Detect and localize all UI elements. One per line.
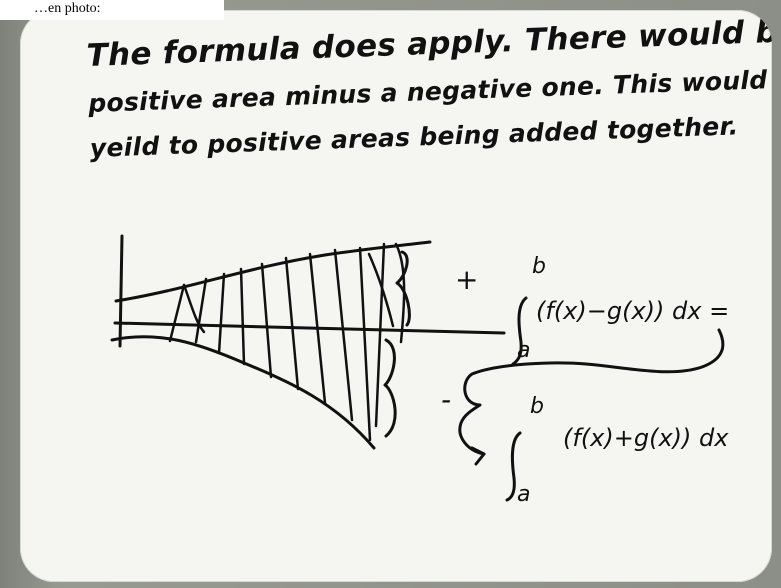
hatch-line: [284, 256, 300, 391]
hatch-line: [260, 262, 273, 379]
caption: …en photo:: [0, 0, 224, 20]
formula-2-lower-limit: a: [517, 482, 531, 507]
minus-brace: [383, 338, 397, 438]
hatch-line: [182, 283, 206, 334]
diagram-svg: [110, 234, 725, 502]
hatch-line: [194, 277, 208, 344]
formula-2-upper-limit: b: [530, 394, 544, 419]
plus-label: +: [455, 263, 479, 296]
hatch-line: [217, 272, 226, 355]
integral-sign-2: [505, 431, 522, 502]
hatch-line: [358, 246, 372, 442]
hatch-line: [168, 283, 186, 343]
hatch-line: [394, 242, 406, 344]
hatch-line: [367, 252, 395, 328]
formula-1-lower-limit: a: [517, 338, 531, 363]
whiteboard: The formula does apply. There would be a…: [20, 10, 772, 582]
hatch-line: [333, 248, 354, 422]
hatch-line: [374, 242, 386, 428]
formula-1-body: (f(x)−g(x)) dx =: [536, 297, 730, 325]
connector-arrow: [458, 328, 725, 456]
integral-sign-1: [511, 296, 528, 366]
x-axis: [113, 321, 506, 335]
hatch-line: [239, 267, 246, 366]
formula-1-upper-limit: b: [532, 254, 546, 279]
arrow-head: [470, 446, 486, 466]
y-axis: [118, 234, 124, 348]
hatch-line: [308, 252, 327, 405]
formula-2-body: (f(x)+g(x)) dx: [563, 424, 729, 452]
plus-brace: [395, 250, 411, 327]
minus-label: -: [441, 383, 452, 416]
